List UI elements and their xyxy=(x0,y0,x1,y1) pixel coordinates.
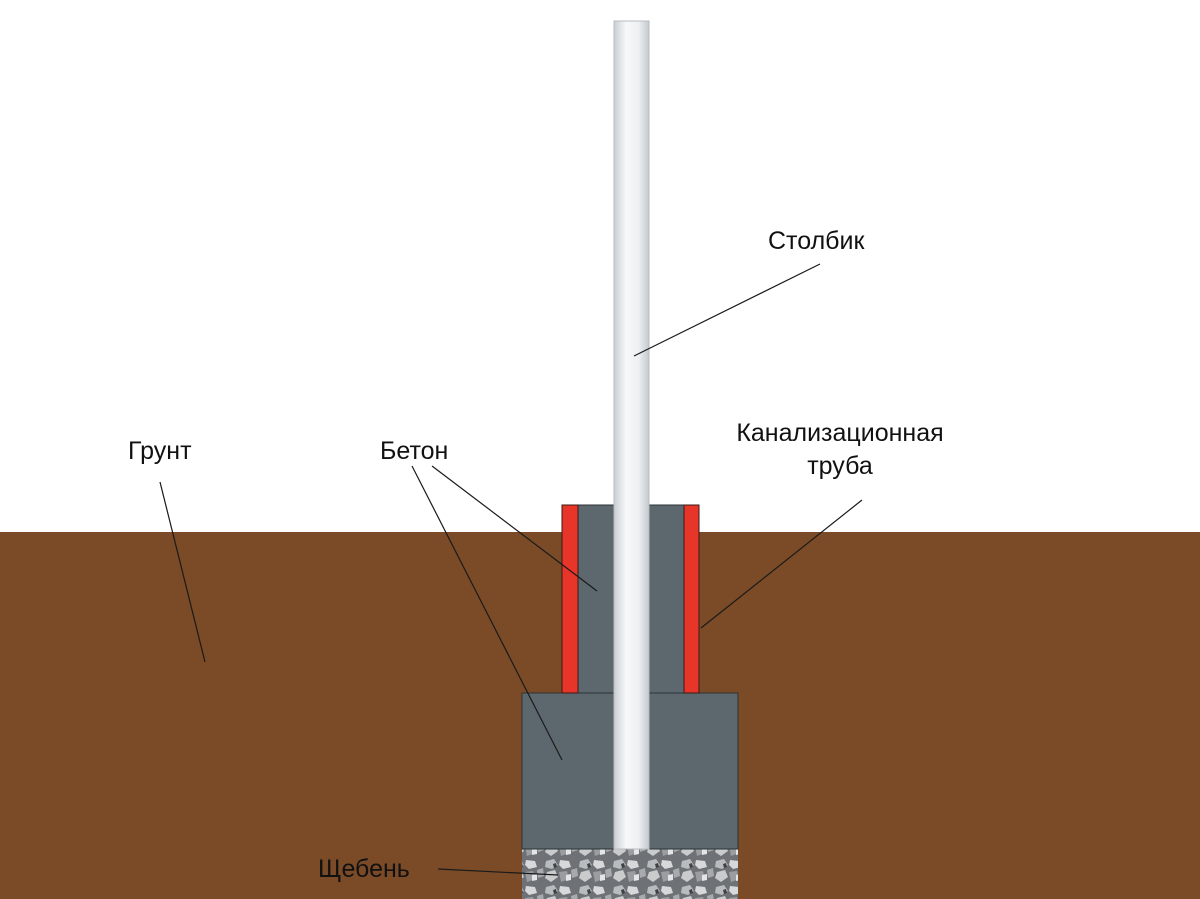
leader-sewer-pipe xyxy=(700,499,863,629)
label-gravel: Щебень xyxy=(318,855,410,883)
label-concrete: Бетон xyxy=(380,437,448,465)
leader-post xyxy=(633,263,821,357)
sewer-pipe-left-wall xyxy=(561,504,579,694)
label-soil: Грунт xyxy=(128,437,192,465)
label-sewer-pipe-line2: труба xyxy=(807,452,873,480)
leader-soil xyxy=(159,481,206,663)
label-post: Столбик xyxy=(768,227,865,255)
concrete-footing-left xyxy=(521,692,615,850)
gravel-bed xyxy=(522,849,738,899)
concrete-footing-right xyxy=(648,692,739,850)
leader-gravel xyxy=(437,868,559,876)
label-sewer-pipe-line1: Канализационная xyxy=(736,419,943,447)
fence-post xyxy=(613,20,650,850)
concrete-upper-right xyxy=(648,504,685,694)
leader-concrete-lower xyxy=(411,465,563,761)
sewer-pipe-right-wall xyxy=(683,504,700,694)
concrete-upper-left xyxy=(577,504,615,694)
leader-concrete-upper xyxy=(431,465,598,592)
